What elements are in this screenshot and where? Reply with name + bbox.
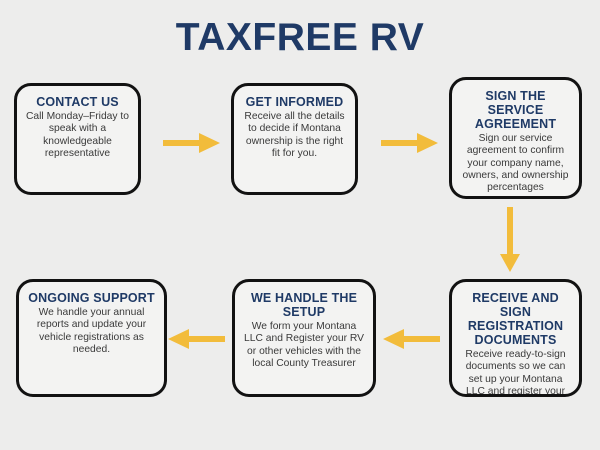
step-heading: RECEIVE AND SIGN REGISTRATION DOCUMENTS: [467, 291, 564, 347]
step-box-sign-agreement[interactable]: SIGN THE SERVICE AGREEMENT Sign our serv…: [449, 77, 582, 199]
step-box-get-informed[interactable]: GET INFORMED Receive all the details to …: [231, 83, 358, 195]
step-body: Sign our service agreement to confirm yo…: [462, 133, 569, 194]
arrow-left-icon: [383, 326, 441, 352]
page-title: TAXFREE RV: [175, 16, 425, 59]
arrow-down-icon: [497, 207, 523, 273]
arrow-right-icon: [381, 130, 439, 156]
step-box-contact-us[interactable]: CONTACT US Call Monday–Friday to speak w…: [14, 83, 141, 195]
step-heading: GET INFORMED: [245, 95, 344, 109]
arrow-left-icon: [168, 326, 226, 352]
step-body: We form your Montana LLC and Register yo…: [243, 321, 364, 370]
step-box-receive-sign-registration[interactable]: RECEIVE AND SIGN REGISTRATION DOCUMENTS …: [449, 279, 582, 397]
step-body: Call Monday–Friday to speak with a knowl…: [25, 111, 129, 160]
step-heading: ONGOING SUPPORT: [28, 291, 155, 305]
step-heading: SIGN THE SERVICE AGREEMENT: [474, 89, 557, 131]
step-box-ongoing-support[interactable]: ONGOING SUPPORT We handle your annual re…: [16, 279, 167, 397]
step-box-we-handle-setup[interactable]: WE HANDLE THE SETUP We form your Montana…: [232, 279, 376, 397]
step-heading: WE HANDLE THE SETUP: [250, 291, 358, 319]
step-body: Receive all the details to decide if Mon…: [244, 111, 345, 160]
arrow-right-icon: [163, 130, 221, 156]
step-heading: CONTACT US: [36, 95, 119, 109]
step-body: Receive ready-to-sign documents so we ca…: [465, 349, 566, 397]
step-body: We handle your annual reports and update…: [36, 307, 147, 356]
